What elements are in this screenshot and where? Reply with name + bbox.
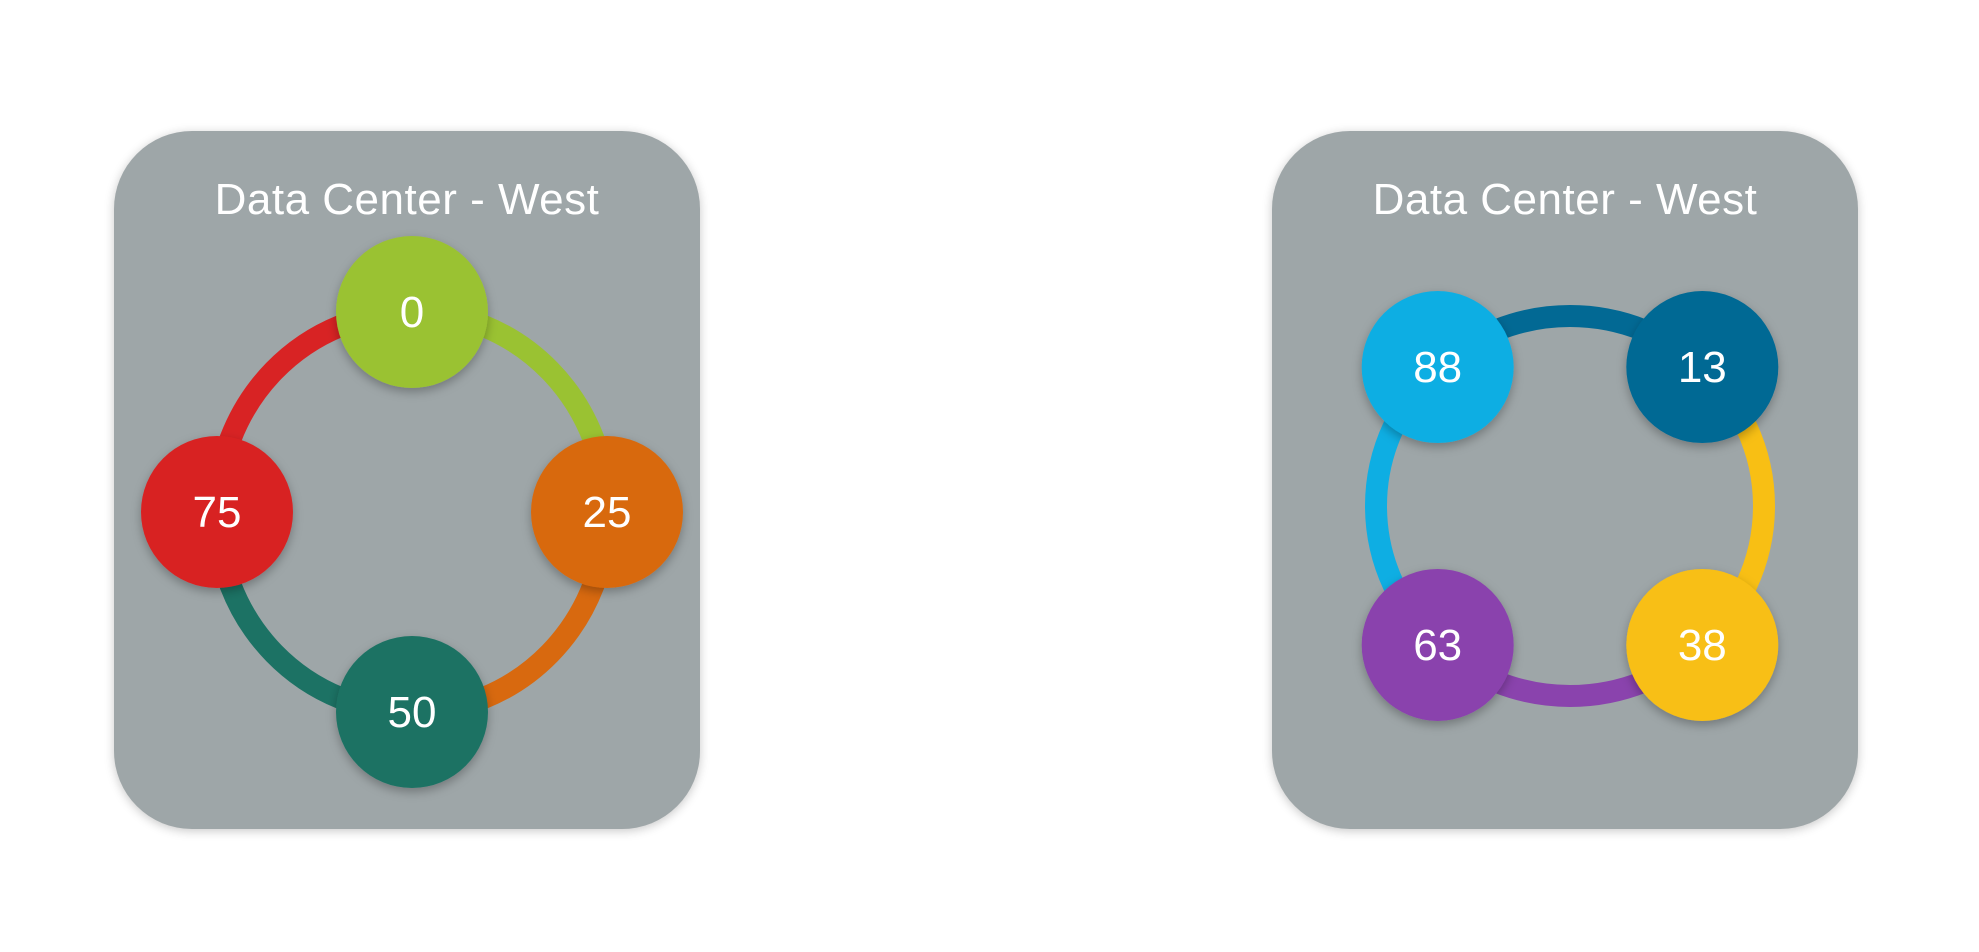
node-label: 75 <box>193 488 242 537</box>
node-circle: 75 <box>141 436 293 588</box>
node-disc <box>141 436 293 588</box>
node-disc <box>336 636 488 788</box>
node-label: 38 <box>1678 621 1727 670</box>
ring-diagram-left: 0 25 50 75 <box>141 236 683 788</box>
node-label: 0 <box>400 288 424 337</box>
node-circle: 13 <box>1626 291 1779 444</box>
node-circle: 25 <box>531 436 683 588</box>
node-circle: 38 <box>1626 568 1779 721</box>
card-data-center-west-left: Data Center - West 0 25 50 75 <box>114 131 700 829</box>
node-disc <box>336 236 488 388</box>
card-data-center-west-right: Data Center - West 88 13 38 63 <box>1272 131 1858 829</box>
node-label: 25 <box>583 488 632 537</box>
node-disc <box>531 436 683 588</box>
node-circle: 50 <box>336 636 488 788</box>
node-circle: 88 <box>1361 291 1514 444</box>
card-title: Data Center - West <box>214 175 600 224</box>
node-disc <box>1361 568 1514 721</box>
node-circle: 0 <box>336 236 488 388</box>
node-disc <box>1626 291 1779 444</box>
node-circle: 63 <box>1361 568 1514 721</box>
card-title: Data Center - West <box>1372 175 1758 224</box>
node-label: 50 <box>388 688 437 737</box>
ring-diagram-right: 88 13 38 63 <box>1361 291 1779 721</box>
node-disc <box>1626 568 1779 721</box>
node-label: 88 <box>1413 343 1462 392</box>
node-disc <box>1361 291 1514 444</box>
node-label: 63 <box>1413 621 1462 670</box>
node-label: 13 <box>1678 343 1727 392</box>
